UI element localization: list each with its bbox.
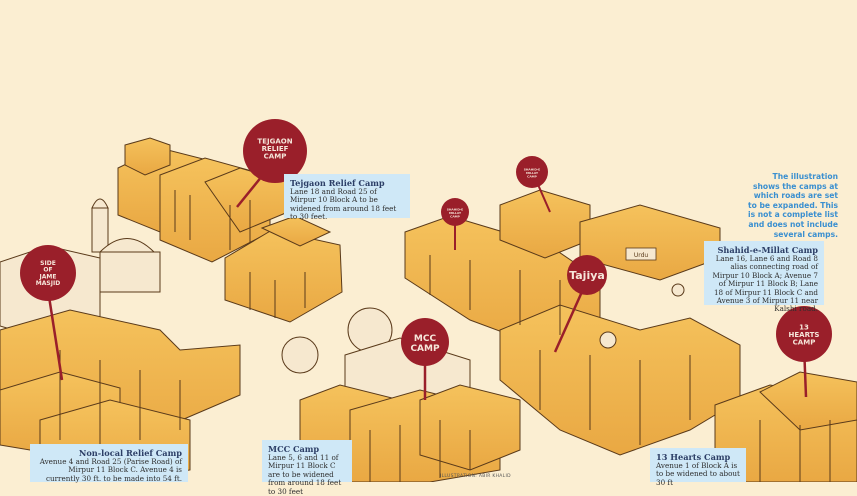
- callout-nonlocal-body: Avenue 4 and Road 25 (Parise Road) of Mi…: [39, 457, 182, 483]
- callout-shahid-title: Shahid-e-Millat Camp: [717, 245, 818, 255]
- callout-shahid: Shahid-e-Millat Camp Lane 16, Lane 6 and…: [704, 241, 824, 313]
- callout-nonlocal: Non-local Relief Camp Avenue 4 and Road …: [30, 444, 188, 483]
- sign-label: Urdu: [634, 252, 649, 259]
- callout-tejgaon: Tejgaon Relief Camp Lane 18 and Road 25 …: [284, 174, 410, 221]
- shop-sign: Urdu: [625, 247, 657, 261]
- mcc-buildings: [281, 307, 521, 482]
- illustration-credit: ILLUSTRATION: ABIR KHALID: [440, 474, 511, 479]
- callout-13-hearts-title: 13 Hearts Camp: [656, 452, 731, 462]
- callout-tejgaon-body: Lane 18 and Road 25 of Mirpur 10 Block A…: [290, 187, 397, 222]
- callout-shahid-body: Lane 16, Lane 6 and Road 8 alias connect…: [712, 254, 818, 314]
- pin-tajiya: Tajiya: [553, 255, 607, 353]
- pin-tajiya-label: Tajiya: [569, 269, 605, 282]
- callout-mcc-body: Lane 5, 6 and 11 of Mirpur 11 Block C ar…: [268, 453, 342, 496]
- callout-tejgaon-title: Tejgaon Relief Camp: [290, 178, 385, 188]
- tejgaon-buildings: [117, 137, 343, 323]
- callout-mcc: MCC Camp Lane 5, 6 and 11 of Mirpur 11 B…: [262, 440, 352, 495]
- callout-13-hearts: 13 Hearts Camp Avenue 1 of Block A is to…: [650, 448, 746, 487]
- callout-nonlocal-title: Non-local Relief Camp: [78, 448, 182, 458]
- callout-mcc-title: MCC Camp: [268, 444, 320, 454]
- illustration-note: The illustration shows the camps at whic…: [747, 172, 838, 239]
- callout-13-hearts-body: Avenue 1 of Block A is to be widened to …: [656, 461, 740, 487]
